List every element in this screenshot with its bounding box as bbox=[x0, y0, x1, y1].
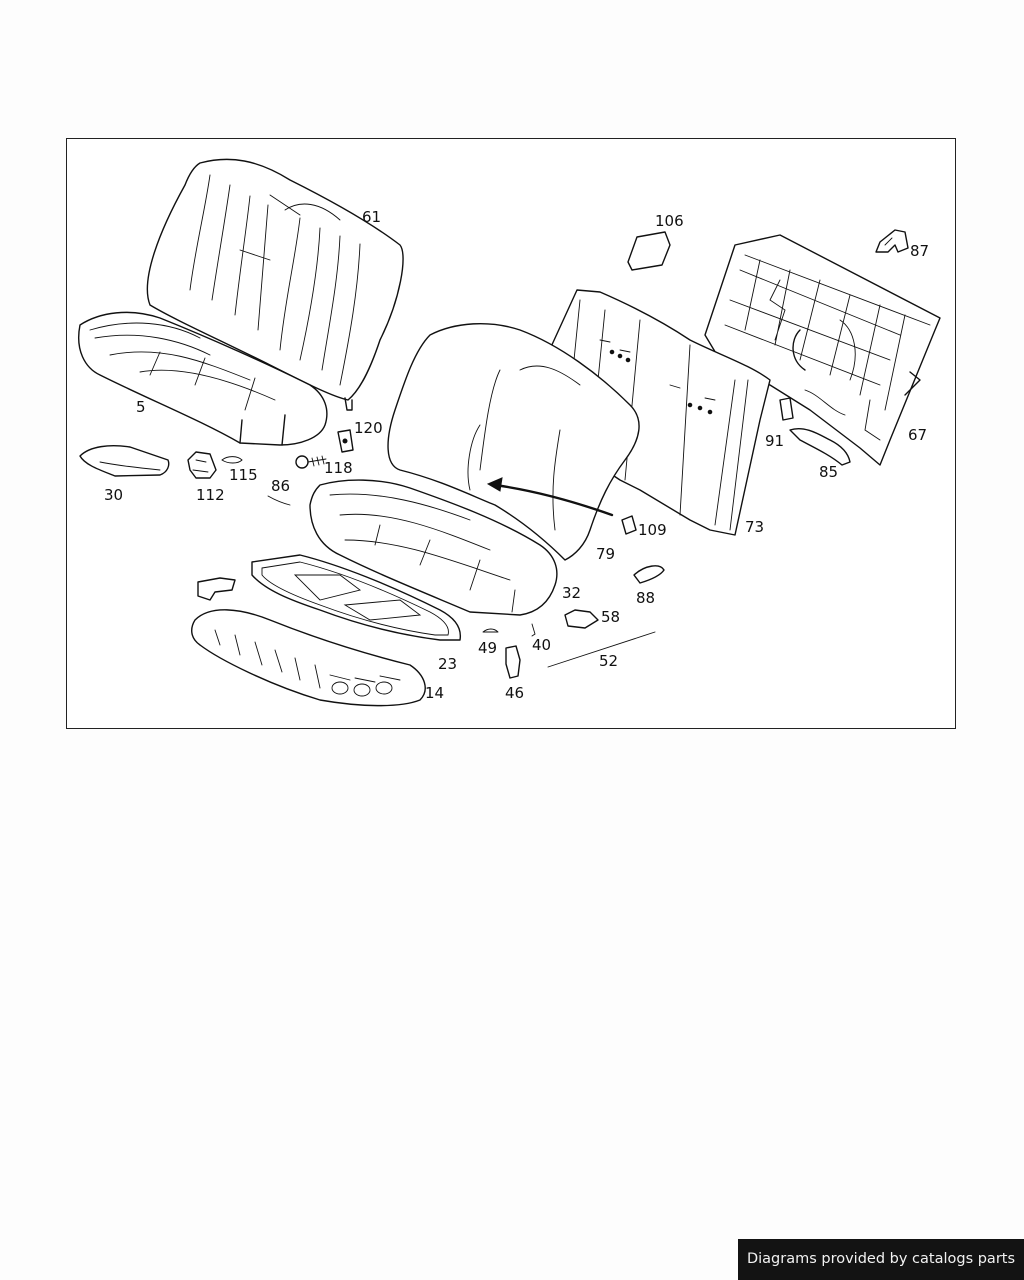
callout-49: 49 bbox=[478, 639, 497, 657]
callout-109: 109 bbox=[638, 521, 667, 539]
callout-91: 91 bbox=[765, 432, 784, 450]
callout-52: 52 bbox=[599, 652, 618, 670]
callout-88: 88 bbox=[636, 589, 655, 607]
backrest-cushion-part bbox=[146, 158, 404, 411]
callout-46: 46 bbox=[505, 684, 524, 702]
armrest-part bbox=[79, 445, 170, 477]
callout-118: 118 bbox=[324, 459, 353, 477]
callout-67: 67 bbox=[908, 426, 927, 444]
seat-frame-part bbox=[197, 554, 462, 641]
callout-23: 23 bbox=[438, 655, 457, 673]
callout-73: 73 bbox=[745, 518, 764, 536]
seat-cushion-part bbox=[78, 311, 328, 446]
callout-79: 79 bbox=[596, 545, 615, 563]
small-hardware-parts bbox=[187, 429, 354, 506]
callout-86: 86 bbox=[271, 477, 290, 495]
callout-87: 87 bbox=[910, 242, 929, 260]
callout-106: 106 bbox=[655, 212, 684, 230]
callout-30: 30 bbox=[104, 486, 123, 504]
callout-112: 112 bbox=[196, 486, 225, 504]
assembly-arrow bbox=[486, 477, 614, 517]
callout-58: 58 bbox=[601, 608, 620, 626]
seat-base-part bbox=[191, 609, 426, 707]
callout-5: 5 bbox=[136, 398, 146, 416]
pad-part bbox=[627, 231, 671, 271]
backrest-cover-part bbox=[387, 322, 640, 561]
hinge-parts bbox=[779, 397, 851, 466]
seat-cushion-cover-part bbox=[309, 479, 558, 616]
callout-61: 61 bbox=[362, 208, 381, 226]
callout-85: 85 bbox=[819, 463, 838, 481]
lower-hardware-parts bbox=[482, 515, 665, 679]
callout-40: 40 bbox=[532, 636, 551, 654]
callout-120: 120 bbox=[354, 419, 383, 437]
callout-32: 32 bbox=[562, 584, 581, 602]
credit-banner: Diagrams provided by catalogs parts bbox=[738, 1239, 1024, 1280]
callout-115: 115 bbox=[229, 466, 258, 484]
clip-part bbox=[875, 229, 909, 253]
callout-14: 14 bbox=[425, 684, 444, 702]
